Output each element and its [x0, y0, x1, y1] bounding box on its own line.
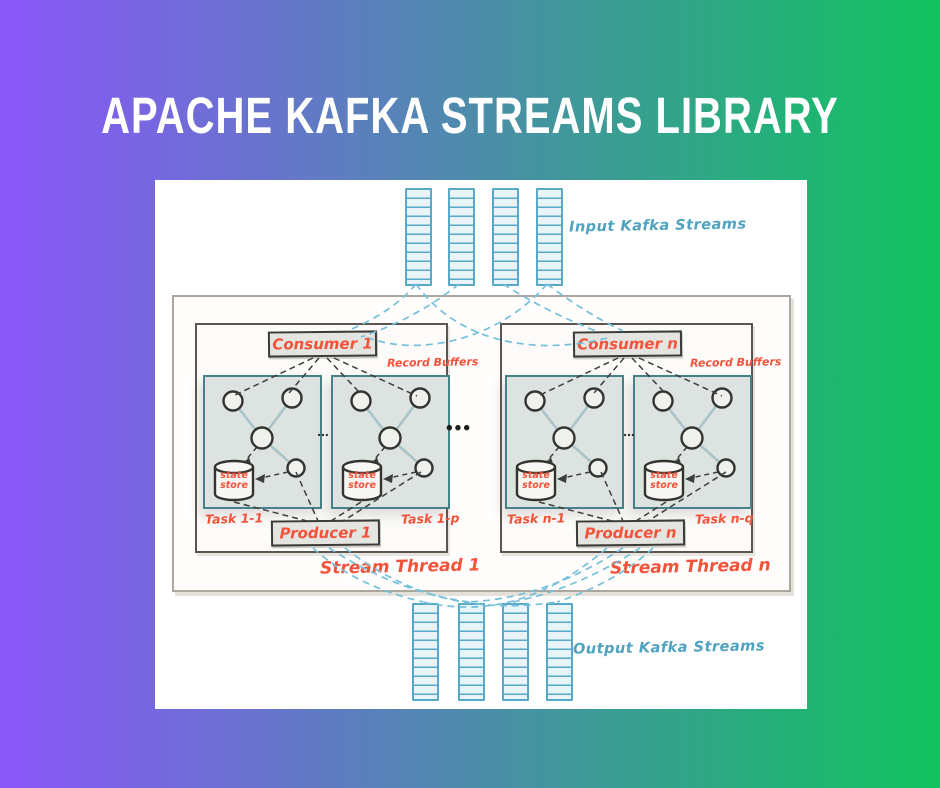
- consumer-1-label: Consumer 1: [272, 334, 373, 354]
- record-buffers-label: Record Buffers: [386, 355, 479, 370]
- record-buffers-label: Record Buffers: [689, 355, 782, 370]
- diagram-card: Input Kafka Streams Consumer 1 Record Bu…: [155, 180, 807, 709]
- stream-thread-1-label: Stream Thread 1: [319, 555, 481, 579]
- state-store-cylinder-icon: [213, 459, 255, 502]
- task-n-1-label: Task n-1: [506, 510, 566, 527]
- producer-n-box: Producer n: [575, 519, 686, 547]
- task-topology-graphic: [213, 387, 306, 502]
- input-partition-bar-icon: [448, 188, 475, 286]
- tasks-ellipsis: ...: [623, 423, 635, 439]
- task-n-q-label: Task n-q: [694, 510, 754, 527]
- input-partition-bar-icon: [405, 188, 432, 286]
- input-partition-bar-icon: [492, 188, 519, 286]
- task-topology-graphic: [515, 387, 608, 502]
- state-store-label: state store: [220, 470, 248, 492]
- producer-1-box: Producer 1: [270, 519, 381, 547]
- state-store-label: state store: [348, 470, 376, 492]
- output-partition-bar-icon: [458, 603, 485, 701]
- task-box-n-q: state store: [633, 375, 752, 509]
- producer-1-label: Producer 1: [279, 523, 372, 543]
- task-box-1-1: state store: [203, 375, 322, 509]
- input-streams-label: Input Kafka Streams: [568, 216, 747, 236]
- output-partition-bar-icon: [412, 603, 439, 701]
- producer-n-label: Producer n: [584, 523, 677, 543]
- output-partition-bar-icon: [546, 603, 573, 701]
- threads-ellipsis: •••: [446, 418, 472, 439]
- consumer-1-box: Consumer 1: [267, 330, 378, 358]
- task-box-n-1: state store: [505, 375, 624, 509]
- arrowhead-icon: [685, 474, 695, 483]
- arrowhead-icon: [255, 474, 265, 483]
- arrowhead-icon: [557, 474, 567, 483]
- state-store-cylinder-icon: [515, 459, 557, 502]
- page-title: APACHE KAFKA STREAMS LIBRARY: [101, 88, 839, 145]
- input-partition-bar-icon: [536, 188, 563, 286]
- output-partition-bar-icon: [502, 603, 529, 701]
- topology-dashed-edges: [546, 446, 591, 479]
- task-1-1-label: Task 1-1: [204, 510, 264, 527]
- task-1-p-label: Task 1-p: [400, 510, 460, 527]
- topology-nodes: [222, 387, 306, 478]
- task-box-1-p: state store: [331, 375, 450, 509]
- tasks-ellipsis: ...: [317, 423, 329, 439]
- arrowhead-icon: [383, 474, 393, 483]
- topology-dashed-edges: [244, 446, 289, 479]
- state-store-label: state store: [650, 470, 678, 492]
- state-store-label: state store: [522, 470, 550, 492]
- stream-thread-n-label: Stream Thread n: [609, 555, 771, 579]
- consumer-n-label: Consumer n: [577, 334, 678, 354]
- consumer-n-box: Consumer n: [572, 330, 683, 358]
- output-streams-label: Output Kafka Streams: [572, 638, 766, 658]
